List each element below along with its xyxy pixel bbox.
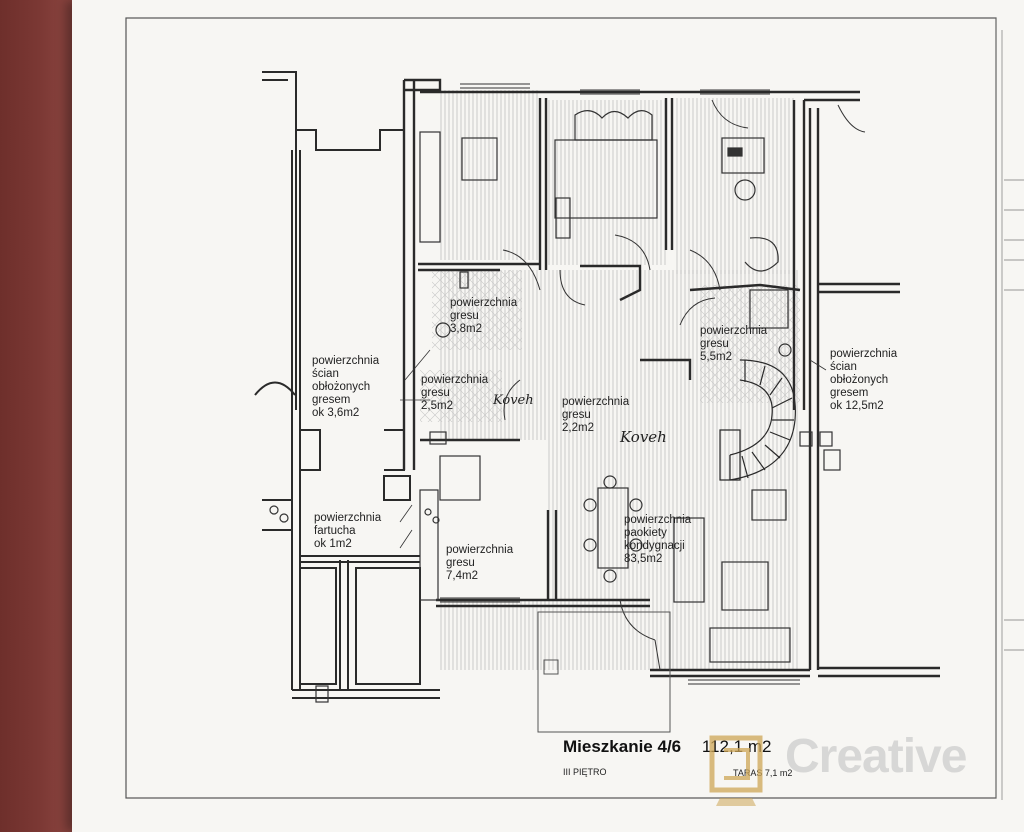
kitchen-floor	[438, 440, 548, 600]
bedroom-2-floor	[546, 100, 666, 265]
label-line: paokiety	[624, 527, 667, 539]
watermark-text: Creative	[785, 730, 967, 783]
terrace-label: TARAS 7,1 m2	[733, 768, 793, 778]
wc-floor	[420, 370, 502, 422]
bedroom-1-floor	[438, 90, 540, 260]
label-line: powierzchnia	[830, 348, 898, 360]
label-line: 3,8m2	[450, 323, 482, 335]
coffee-table	[721, 561, 769, 611]
apartment-title: Mieszkanie 4/6 112,1 m2	[563, 737, 771, 757]
sofa-side	[673, 517, 705, 603]
label-walls-bath: powierzchnia ścian obłożonych gresem ok …	[312, 355, 379, 420]
furniture	[269, 110, 841, 703]
label-line: 2,2m2	[562, 422, 594, 434]
neighbour-block	[254, 71, 440, 699]
terrace	[537, 611, 671, 733]
floor-label: III PIĘTRO	[563, 767, 607, 777]
label-line: powierzchnia	[562, 396, 630, 408]
label-wc: powierzchnia gresu 2,5m2	[421, 374, 488, 413]
label-line: 7,4m2	[446, 570, 478, 582]
label-walls-bath-2: powierzchnia ścian obłożonych gresem ok …	[830, 348, 897, 413]
title-block	[1004, 179, 1024, 651]
dining-table	[597, 487, 629, 569]
label-line: gresu	[700, 338, 729, 350]
spiral-stair	[719, 359, 796, 481]
label-kitchen: powierzchnia gresu 7,4m2	[446, 544, 513, 583]
label-line: ścian	[312, 368, 339, 380]
label-line: powierzchnia	[314, 512, 382, 524]
label-line: kondygnacji	[624, 540, 685, 552]
label-bath-2: powierzchnia gresu 5,5m2	[700, 325, 767, 364]
label-line: gresu	[562, 409, 591, 421]
label-line: ok 12,5m2	[830, 400, 884, 412]
label-line: ok 1m2	[314, 538, 352, 550]
label-hall: powierzchnia gresu 2,2m2	[562, 396, 629, 435]
label-line: ok 3,6m2	[312, 407, 360, 419]
label-line: gresu	[421, 387, 450, 399]
label-line: powierzchnia	[421, 374, 489, 386]
label-line: gresem	[830, 387, 869, 399]
apartment-area: 112,1 m2	[701, 737, 772, 756]
bath-1-floor	[432, 270, 522, 350]
door-arcs	[502, 99, 866, 671]
walls	[402, 78, 940, 678]
label-line: ścian	[830, 361, 857, 373]
label-line: gresem	[312, 394, 351, 406]
handwritten-note-hall: Koveh	[620, 428, 667, 446]
apartment-name: Mieszkanie 4/6	[563, 737, 682, 756]
windows	[440, 83, 800, 685]
label-line: powierzchnia	[312, 355, 380, 367]
leader-lines	[399, 349, 827, 549]
label-line: 83,5m2	[624, 553, 663, 565]
label-living: powierzchnia paokiety kondygnacji 83,5m2	[624, 514, 691, 566]
bed-2	[554, 139, 658, 219]
label-apron: powierzchnia fartucha ok 1m2	[314, 512, 381, 551]
label-line: 2,5m2	[421, 400, 453, 412]
label-line: 5,5m2	[700, 351, 732, 363]
handwritten-note-wc: Koveh	[493, 393, 534, 408]
label-line: gresu	[450, 310, 479, 322]
label-line: powierzchnia	[624, 514, 692, 526]
label-line: obłożonych	[312, 381, 371, 393]
sofa	[709, 627, 791, 663]
label-bath-1: powierzchnia gresu 3,8m2	[450, 297, 517, 336]
label-line: gresu	[446, 557, 475, 569]
label-line: powierzchnia	[700, 325, 768, 337]
label-line: powierzchnia	[446, 544, 514, 556]
desk	[721, 137, 765, 174]
watermark-logo-icon	[709, 735, 763, 806]
label-line: powierzchnia	[450, 297, 518, 309]
kitchen-counter	[439, 455, 481, 501]
bed-1	[461, 137, 498, 181]
bathtub	[749, 289, 789, 329]
armchair	[751, 489, 787, 521]
label-line: obłożonych	[830, 374, 889, 386]
label-line: fartucha	[314, 525, 356, 537]
